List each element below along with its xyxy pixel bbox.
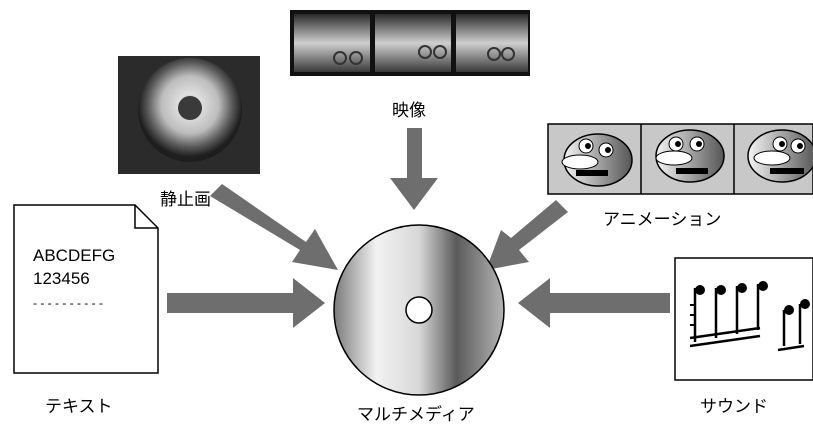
video-label: 映像 (392, 101, 426, 121)
animation-label: アニメーション (603, 210, 722, 230)
sound-notes (674, 257, 813, 381)
arrow-from-sound (518, 278, 670, 328)
text-label: テキスト (45, 397, 113, 417)
arrows (167, 128, 670, 328)
still-image-label: 静止画 (160, 190, 211, 210)
animation-frames (547, 123, 813, 195)
arrow-from-still (210, 184, 338, 270)
arrow-from-animation (486, 200, 568, 270)
sound-label: サウンド (700, 397, 768, 417)
document-text-line-1: ABCDEFG (33, 246, 116, 265)
document-text-line-2: 123456 (33, 269, 90, 288)
video-frames (290, 10, 530, 76)
arrow-from-text (167, 278, 325, 328)
text-document (13, 204, 159, 374)
multimedia-label: マルチメディア (357, 405, 475, 425)
still-image-flower (118, 56, 260, 174)
arrow-from-video (390, 128, 438, 210)
multimedia-disc (333, 224, 505, 396)
document-dashed-rule: - - - - - - - - - - (33, 296, 103, 310)
